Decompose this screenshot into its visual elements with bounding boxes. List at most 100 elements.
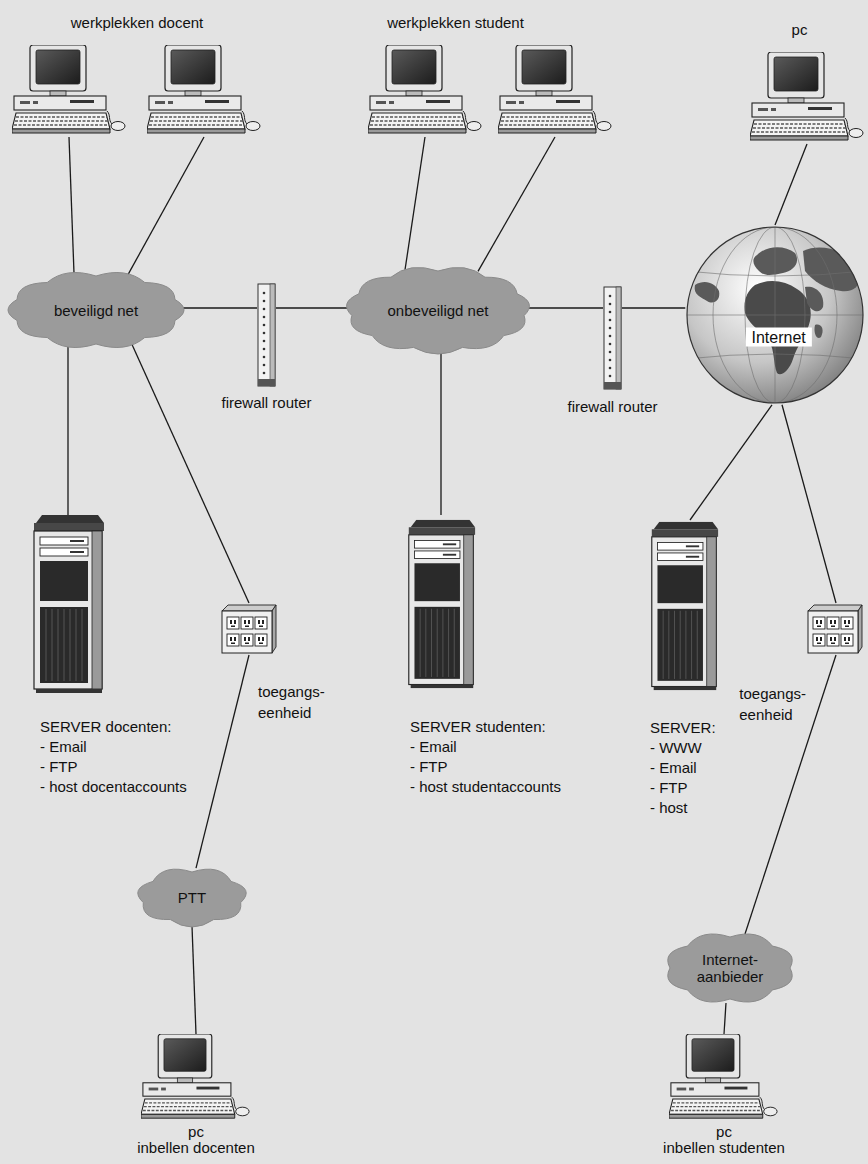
network-link (782, 405, 836, 603)
node-label: SERVER studenten: (410, 717, 561, 737)
node-label: Internet (745, 327, 811, 346)
access-unit: toegangs- eenheid (220, 603, 278, 655)
node-label: pc (663, 1124, 785, 1140)
node-label: werkplekken docent (71, 14, 204, 31)
node-label: PTT (178, 889, 206, 906)
node-label: firewall router (221, 394, 311, 411)
node-caption: toegangs- eenheid (258, 681, 325, 723)
node-label: onbeveiligd net (388, 302, 489, 319)
node-caption: SERVER:- WWW- Email- FTP- host (650, 718, 716, 818)
device-icon (668, 1034, 780, 1122)
node-label: beveiligd net (54, 302, 138, 319)
node-caption: onbeveiligd net (345, 265, 531, 355)
firewall-router: firewall router (257, 283, 276, 387)
node-label: Internet- aanbieder (697, 951, 764, 985)
network-link (69, 137, 74, 273)
node-label: - FTP (650, 778, 716, 798)
modem-icon (808, 605, 862, 653)
node-caption: firewall router (221, 394, 311, 411)
device-icon (685, 225, 865, 405)
node-label: - Email (410, 737, 561, 757)
firewall-router: firewall router (603, 285, 622, 391)
network-link (478, 137, 555, 271)
internet-globe: Internet (685, 225, 865, 405)
network-link (196, 655, 249, 868)
node-label: inbellen docenten (137, 1140, 255, 1156)
dial-in-pc: pcinbellen docenten (140, 1034, 252, 1122)
cloud-shape (347, 267, 530, 354)
network-link (690, 405, 772, 520)
device-icon (140, 1034, 252, 1122)
network-link (183, 307, 257, 308)
node-label: - Email (40, 737, 187, 757)
network-link (128, 137, 204, 275)
computer-icon (141, 1034, 249, 1118)
computer-icon (368, 45, 481, 133)
node-label: - host studentaccounts (410, 777, 561, 797)
dial-in-pc: pcinbellen studenten (668, 1034, 780, 1122)
device-icon (603, 285, 622, 391)
network-link (132, 345, 249, 603)
node-label: SERVER docenten: (40, 717, 187, 737)
network-link (276, 307, 347, 308)
computer-icon (498, 45, 611, 133)
device-icon (220, 603, 278, 655)
node-label: pc (792, 21, 808, 38)
access-unit: toegangs- eenheid (806, 603, 864, 655)
network-link (67, 346, 68, 515)
firewall-icon (604, 287, 621, 389)
node-caption: pcinbellen studenten (663, 1124, 785, 1156)
node-caption: Internet- aanbieder (664, 931, 796, 1005)
computer-icon (750, 52, 863, 140)
workstation-group: werkplekken student (368, 45, 613, 137)
node-label: - FTP (40, 757, 187, 777)
node-caption: pc (792, 21, 808, 38)
network-link (192, 926, 196, 1034)
network-link (724, 1003, 726, 1034)
device-icon (750, 52, 865, 144)
network-cloud: onbeveiligd net (345, 265, 531, 355)
device-icon (257, 283, 276, 387)
computer-icon (147, 45, 260, 133)
node-caption: PTT (136, 866, 248, 928)
server-tower: SERVER:- WWW- Email- FTP- host (648, 520, 720, 692)
server-tower: SERVER studenten:- Email- FTP- host stud… (405, 515, 477, 693)
node-label: werkplekken student (387, 14, 524, 31)
server-icon (409, 520, 475, 689)
node-label: firewall router (567, 398, 657, 415)
node-label: - host docentaccounts (40, 777, 187, 797)
pc-icon: pc (750, 52, 865, 144)
node-caption: firewall router (567, 398, 657, 415)
node-caption: pcinbellen docenten (137, 1124, 255, 1156)
network-link (529, 307, 603, 308)
node-label: - host (650, 798, 716, 818)
device-icon (405, 515, 477, 693)
node-label: - WWW (650, 738, 716, 758)
network-link (622, 307, 685, 308)
device-icon (12, 45, 262, 137)
device-icon (648, 520, 720, 692)
node-label: inbellen studenten (663, 1140, 785, 1156)
network-cloud: Internet- aanbieder (664, 931, 796, 1005)
node-label: - Email (650, 758, 716, 778)
modem-icon (222, 605, 276, 653)
computer-icon (12, 45, 125, 133)
network-link (775, 144, 807, 225)
node-label: pc (137, 1124, 255, 1140)
device-icon (368, 45, 613, 137)
node-caption: werkplekken docent (71, 14, 204, 31)
node-label: SERVER: (650, 718, 716, 738)
workstation-group: werkplekken docent (12, 45, 262, 137)
network-cloud: beveiligd net (7, 270, 185, 350)
node-caption: toegangs- eenheid (739, 683, 806, 725)
device-icon (806, 603, 864, 655)
network-cloud: PTT (136, 866, 248, 928)
node-caption: SERVER docenten:- Email- FTP- host docen… (40, 717, 187, 797)
globe-icon (685, 227, 865, 403)
cloud-shape (8, 272, 184, 347)
server-icon (652, 522, 718, 691)
device-icon (30, 515, 106, 693)
node-caption: SERVER studenten:- Email- FTP- host stud… (410, 717, 561, 797)
